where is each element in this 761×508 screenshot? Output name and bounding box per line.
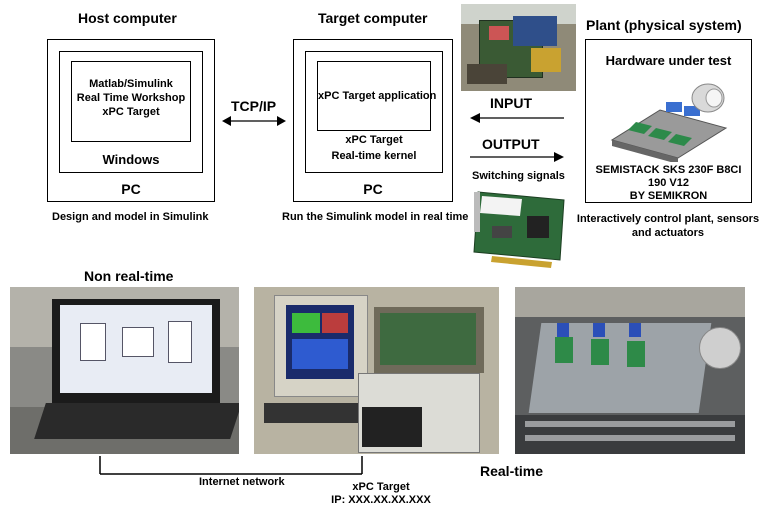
target-pc-box: xPC Target application xPC Target Real-t…	[293, 39, 453, 202]
kernel-line-1: xPC Target	[345, 134, 403, 146]
host-pc-box: Matlab/Simulink Real Time Workshop xPC T…	[47, 39, 215, 202]
host-software-box: Matlab/Simulink Real Time Workshop xPC T…	[71, 61, 191, 142]
network-label: Internet network	[199, 476, 285, 488]
output-arrow	[470, 152, 564, 162]
real-time-label: Real-time	[480, 463, 544, 479]
target-pc-label: PC	[363, 181, 383, 197]
tcpip-label: TCP/IP	[231, 98, 277, 114]
target-caption: Run the Simulink model in real time	[282, 211, 469, 223]
host-pc-label: PC	[121, 181, 141, 197]
input-label: INPUT	[490, 95, 532, 111]
host-windows-box: Matlab/Simulink Real Time Workshop xPC T…	[59, 51, 203, 173]
target-pc-photo	[254, 287, 499, 454]
laptop-photo	[10, 287, 239, 454]
windows-label: Windows	[102, 152, 160, 167]
software-line-1: Matlab/Simulink	[89, 78, 173, 90]
software-line-3: xPC Target	[102, 106, 160, 118]
hut-label: Hardware under test	[605, 53, 732, 68]
target-app-box: xPC Target application	[317, 61, 437, 131]
host-caption: Design and model in Simulink	[52, 211, 209, 223]
kernel-line-2: Real-time kernel	[331, 150, 417, 162]
target-app-label: xPC Target application	[318, 90, 437, 102]
host-heading: Host computer	[78, 10, 177, 26]
plant-caption-line-2: and actuators	[631, 227, 705, 239]
device-line-3: BY SEMIKRON	[629, 190, 708, 202]
test-rig-photo	[515, 287, 745, 454]
plant-caption-line-1: Interactively control plant, sensors	[576, 213, 760, 225]
xpc-line-1: xPC Target	[352, 481, 410, 493]
target-kernel-box: xPC Target application xPC Target Real-t…	[305, 51, 443, 173]
semistack-device-image	[610, 83, 728, 162]
daq-card-photo	[472, 186, 570, 274]
io-board-photo	[461, 4, 576, 91]
plant-box: Hardware under test SEMISTACK SKS 230F B…	[585, 39, 752, 203]
xpc-line-2: IP: XXX.XX.XX.XXX	[331, 494, 431, 506]
non-real-time-label: Non real-time	[84, 268, 174, 284]
output-label: OUTPUT	[482, 136, 540, 152]
software-line-2: Real Time Workshop	[76, 92, 186, 104]
tcpip-double-arrow	[222, 116, 286, 126]
device-line-2: 190 V12	[648, 177, 689, 189]
network-bracket	[99, 456, 363, 475]
plant-heading: Plant (physical system)	[586, 17, 742, 33]
input-arrow	[470, 113, 564, 123]
switching-label: Switching signals	[472, 170, 565, 182]
device-line-1: SEMISTACK SKS 230F B8CI	[595, 164, 742, 176]
target-heading: Target computer	[318, 10, 428, 26]
